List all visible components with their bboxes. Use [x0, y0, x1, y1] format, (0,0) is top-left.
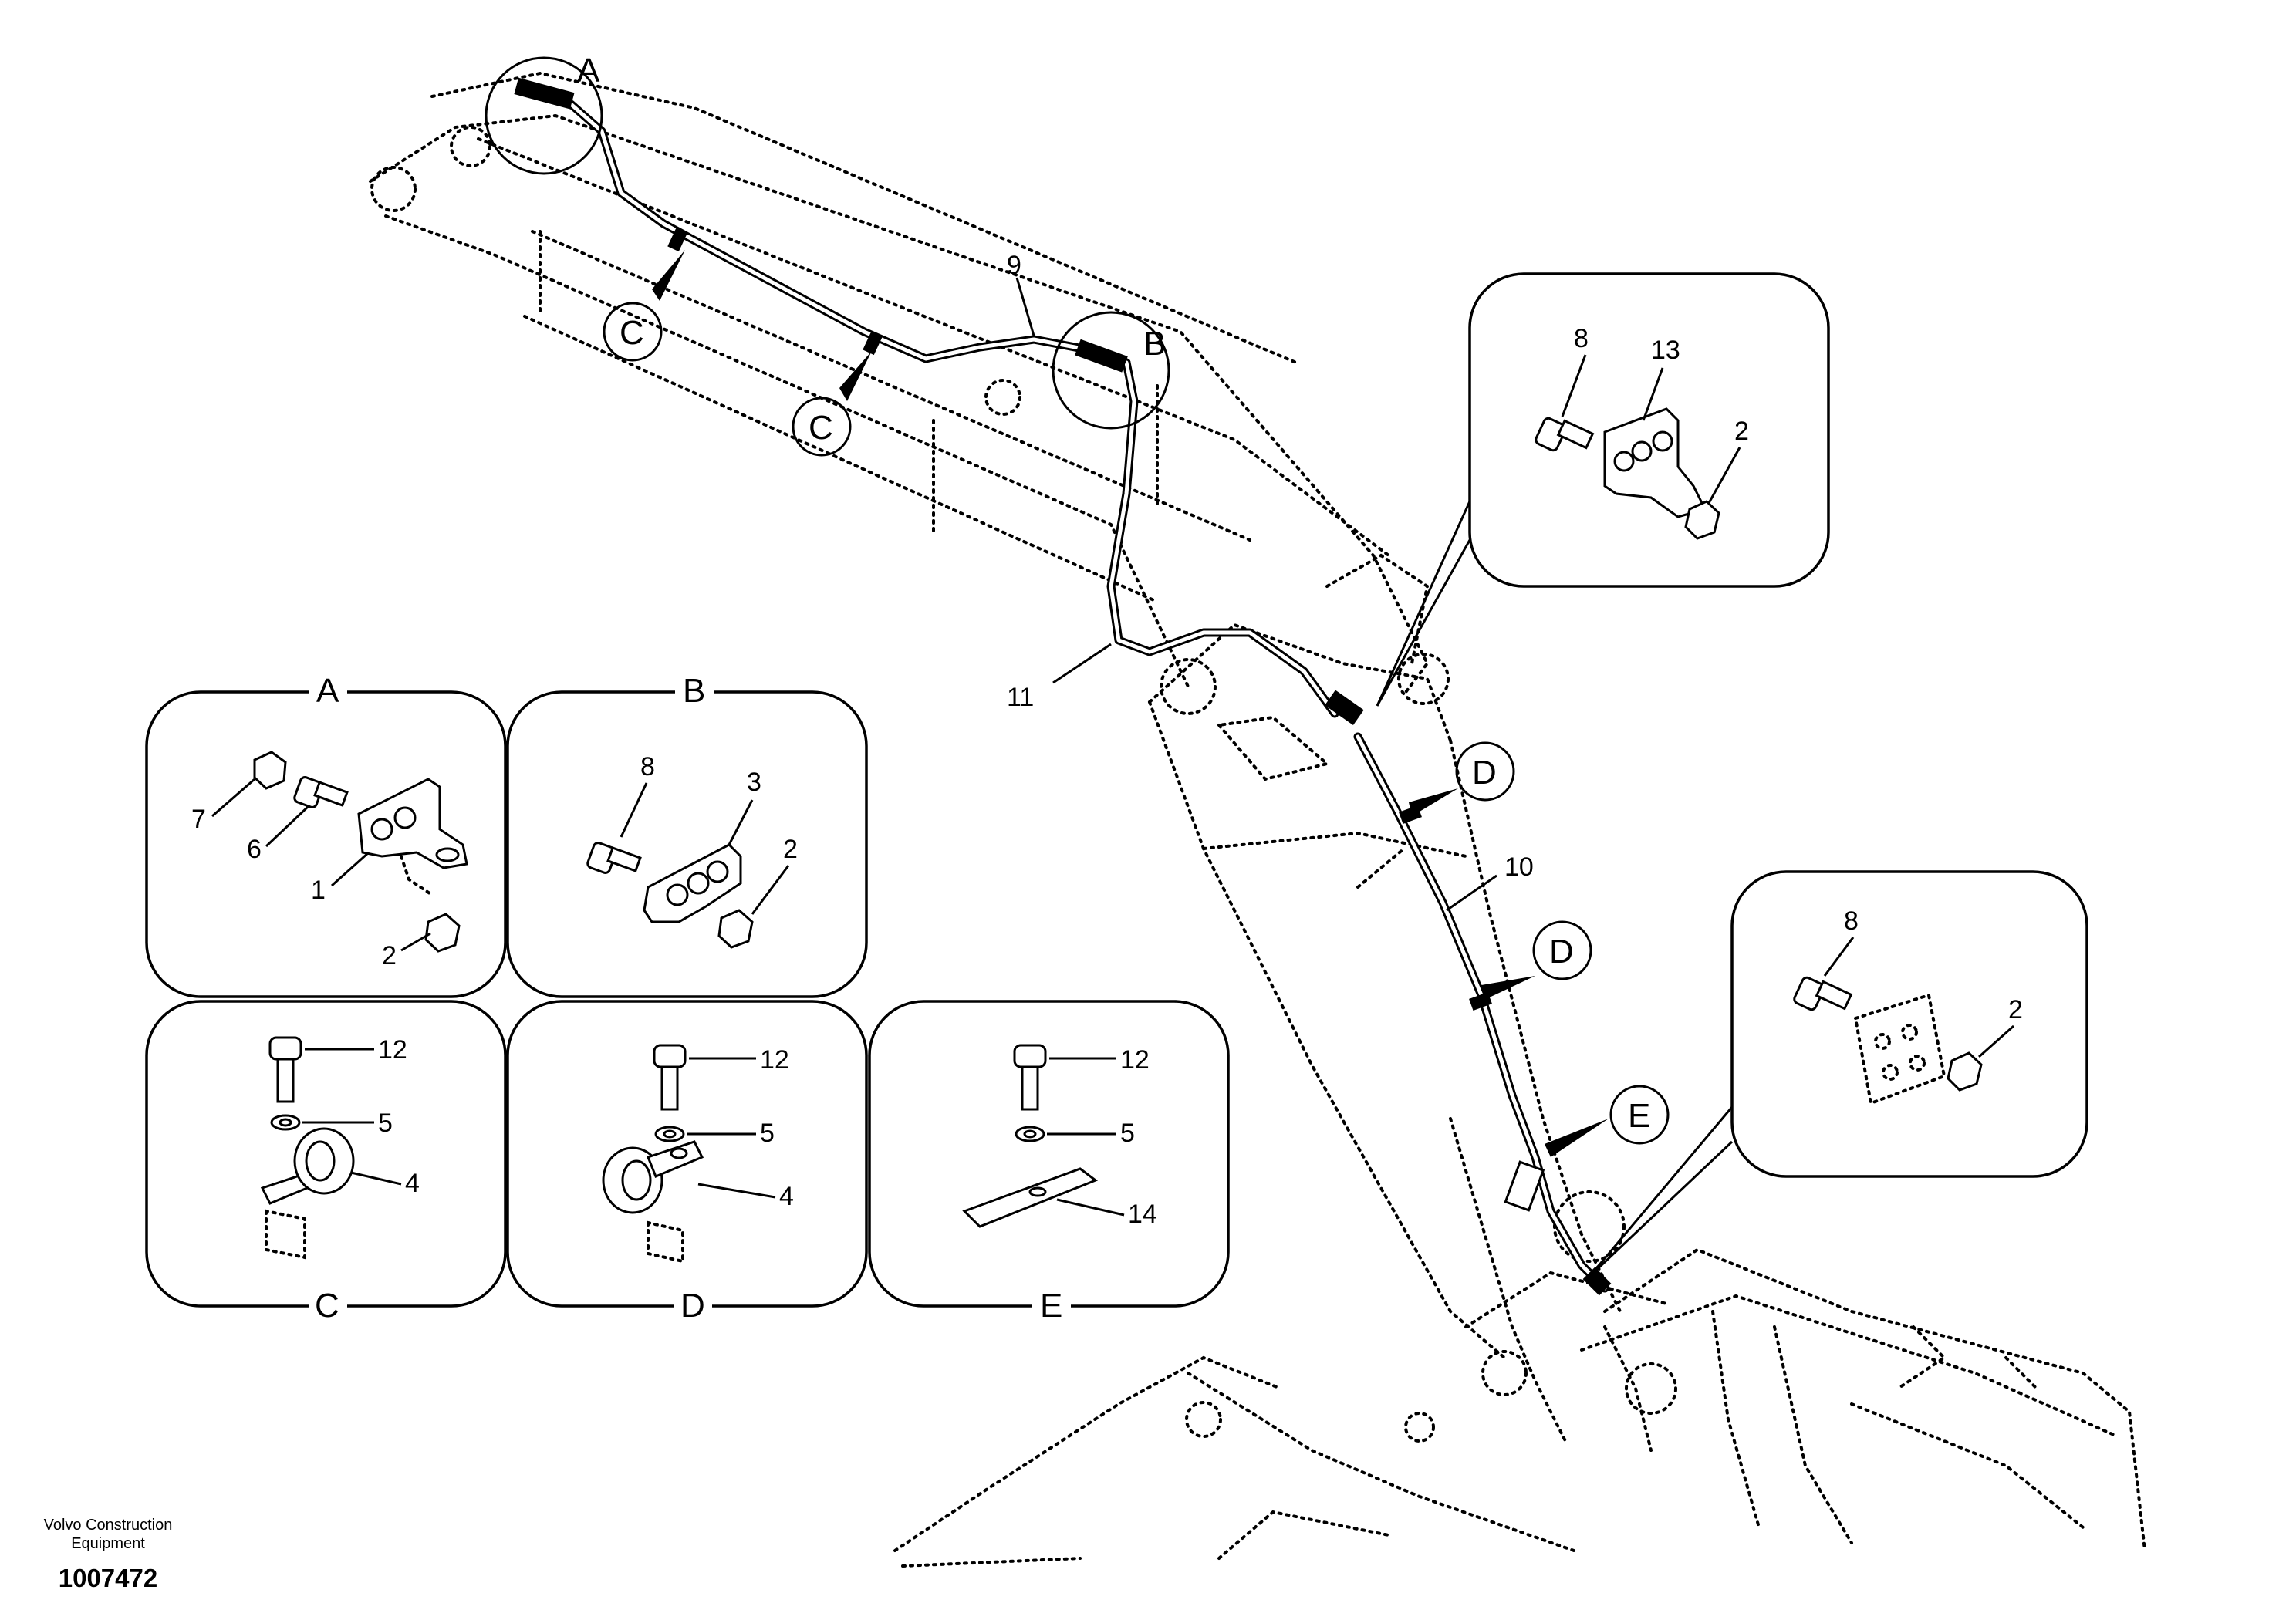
detail-box-a: A 7 6 1 2	[145, 672, 507, 998]
detail-circle-b	[1052, 311, 1170, 430]
detail-circle-a	[485, 56, 603, 175]
detail-c-label-12: 12	[378, 1035, 407, 1065]
detail-a-title: A	[316, 672, 339, 710]
label-hose-10: 10	[1504, 852, 1534, 882]
detail-box-e: E 12 5 14	[868, 1000, 1230, 1325]
company-name-line1: Volvo Construction	[43, 1517, 173, 1534]
callout-c1-label: C	[620, 314, 644, 352]
hose-routing	[514, 77, 1612, 1296]
detail-b-label-3: 3	[747, 768, 761, 797]
detail-d-label-5: 5	[760, 1119, 775, 1148]
callout-circle-d2	[1532, 920, 1592, 980]
detail-a-label-7: 7	[191, 805, 206, 834]
detail-a-label-6: 6	[247, 835, 262, 864]
inset-tr-label-8: 8	[1574, 324, 1589, 353]
inset-tr-label-2: 2	[1734, 417, 1749, 446]
callout-c2-label: C	[809, 409, 833, 447]
inset-bottom-right: 8 2	[1588, 870, 2088, 1278]
label-hose-9: 9	[1007, 251, 1021, 280]
callout-circle-c1	[603, 302, 663, 362]
detail-box-b: B 8 3 2	[506, 672, 868, 998]
detail-c-title: C	[315, 1287, 339, 1325]
detail-c-label-5: 5	[378, 1109, 393, 1138]
inset-top-right: 8 13 2	[1376, 272, 1830, 707]
detail-b-label-2: 2	[783, 835, 798, 864]
detail-b-label-8: 8	[640, 752, 655, 781]
label-hose-11: 11	[1007, 683, 1034, 712]
detail-a-label-1: 1	[311, 876, 326, 905]
company-name-line2: Equipment	[71, 1535, 145, 1552]
callout-d2-label: D	[1549, 933, 1574, 970]
detail-e-label-5: 5	[1120, 1119, 1135, 1148]
detail-d-label-4: 4	[779, 1182, 794, 1211]
detail-b-title: B	[683, 672, 705, 710]
inset-tr-label-13: 13	[1651, 336, 1680, 365]
inset-br-label-2: 2	[2008, 995, 2023, 1024]
callout-circle-c2	[792, 397, 852, 457]
callout-e-label: E	[1628, 1097, 1650, 1135]
detail-e-label-12: 12	[1120, 1045, 1150, 1075]
callout-circle-e	[1609, 1085, 1670, 1145]
detail-box-d: D 12 5 4	[506, 1000, 868, 1325]
drawing-number: 1007472	[58, 1564, 158, 1592]
detail-a-label-2: 2	[382, 941, 397, 970]
label-a-arm: A	[577, 52, 600, 89]
detail-d-title: D	[680, 1287, 705, 1325]
machine-outline	[369, 71, 2146, 1568]
callout-d1-label: D	[1472, 754, 1497, 791]
label-b-arm: B	[1143, 325, 1166, 363]
callout-circle-d1	[1455, 741, 1515, 802]
company-name: Volvo Construction Equipment	[0, 1516, 216, 1553]
detail-d-label-12: 12	[760, 1045, 789, 1075]
inset-br-label-8: 8	[1844, 906, 1859, 936]
detail-e-title: E	[1040, 1287, 1062, 1325]
detail-c-label-4: 4	[405, 1169, 420, 1198]
detail-e-label-14: 14	[1128, 1200, 1157, 1229]
detail-box-c: C 12 5 4	[145, 1000, 507, 1325]
